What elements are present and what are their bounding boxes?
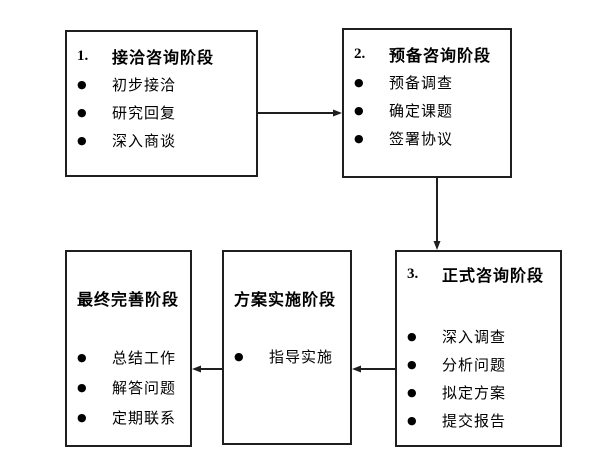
bullet-icon: ● <box>407 357 417 371</box>
stage-title-row: 最终完善阶段 <box>67 284 190 312</box>
list-item: ● 总结工作 <box>67 342 190 372</box>
bullet-icon: ● <box>354 75 364 89</box>
stage-title-row: 2. 预备咨询阶段 <box>344 40 510 68</box>
stage-item: 研究回复 <box>112 105 177 122</box>
stage-title-row: 3. 正式咨询阶段 <box>397 260 560 288</box>
bullet-icon: ● <box>77 133 87 147</box>
stage-item: 拟定方案 <box>442 385 507 402</box>
stage-title-row: 1. 接洽咨询阶段 <box>67 42 256 70</box>
stage-title: 方案实施阶段 <box>234 292 337 309</box>
stage-title: 最终完善阶段 <box>77 292 180 309</box>
stage-box-preparatory-consulting: 2. 预备咨询阶段 ● 预备调查 ● 确定课题 ● 签署协议 <box>342 28 512 178</box>
bullet-icon: ● <box>354 131 364 145</box>
stage-title: 正式咨询阶段 <box>442 268 545 285</box>
stage-item: 初步接洽 <box>112 77 177 94</box>
stage-number: 2. <box>354 45 366 62</box>
list-item: ● 解答问题 <box>67 372 190 402</box>
stage-item: 提交报告 <box>442 413 507 430</box>
stage-item: 解答问题 <box>112 380 177 397</box>
stage-title: 接洽咨询阶段 <box>112 50 215 67</box>
stage-number: 1. <box>77 47 89 64</box>
stage-item: 确定课题 <box>389 103 454 120</box>
list-item: ● 确定课题 <box>344 96 510 124</box>
stage-title-row: 方案实施阶段 <box>224 284 350 312</box>
bullet-icon: ● <box>234 349 244 363</box>
stage-box-initial-contact: 1. 接洽咨询阶段 ● 初步接洽 ● 研究回复 ● 深入商谈 <box>65 30 258 177</box>
list-item: ● 深入调查 <box>397 322 560 350</box>
list-item: ● 初步接洽 <box>67 70 256 98</box>
list-item: ● 签署协议 <box>344 124 510 152</box>
stage-item: 签署协议 <box>389 131 454 148</box>
list-item: ● 拟定方案 <box>397 378 560 406</box>
bullet-icon: ● <box>77 77 87 91</box>
stage-item: 分析问题 <box>442 357 507 374</box>
bullet-icon: ● <box>407 385 417 399</box>
stage-item: 深入调查 <box>442 329 507 346</box>
stage-box-formal-consulting: 3. 正式咨询阶段 ● 深入调查 ● 分析问题 ● 拟定方案 ● 提交报告 <box>395 250 562 447</box>
bullet-icon: ● <box>77 105 87 119</box>
stage-item: 定期联系 <box>112 410 177 427</box>
list-item: ● 分析问题 <box>397 350 560 378</box>
stage-item: 总结工作 <box>112 350 177 367</box>
list-item: ● 定期联系 <box>67 402 190 432</box>
stage-title: 预备咨询阶段 <box>389 48 492 65</box>
bullet-icon: ● <box>354 103 364 117</box>
stage-item: 深入商谈 <box>112 133 177 150</box>
stage-item: 预备调查 <box>389 75 454 92</box>
stage-item: 指导实施 <box>269 349 334 366</box>
stage-number: 3. <box>407 265 419 282</box>
stage-box-plan-implementation: 方案实施阶段 ● 指导实施 <box>222 250 352 445</box>
bullet-icon: ● <box>407 413 417 427</box>
stage-box-final-improvement: 最终完善阶段 ● 总结工作 ● 解答问题 ● 定期联系 <box>65 250 192 447</box>
list-item: ● 深入商谈 <box>67 126 256 154</box>
list-item: ● 指导实施 <box>224 342 350 370</box>
list-item: ● 研究回复 <box>67 98 256 126</box>
list-item: ● 预备调查 <box>344 68 510 96</box>
bullet-icon: ● <box>77 350 87 364</box>
bullet-icon: ● <box>77 410 87 424</box>
list-item: ● 提交报告 <box>397 406 560 434</box>
bullet-icon: ● <box>407 329 417 343</box>
bullet-icon: ● <box>77 380 87 394</box>
